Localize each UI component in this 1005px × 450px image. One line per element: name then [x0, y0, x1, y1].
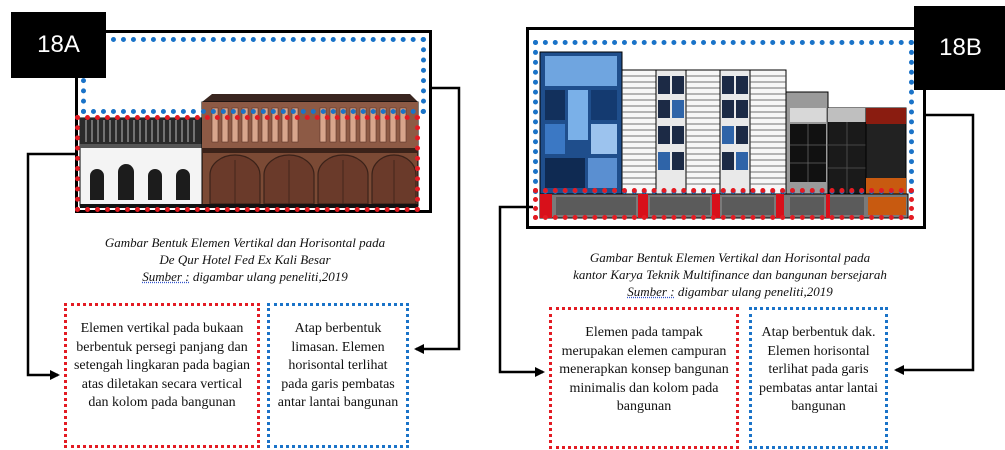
panel-b-vertical-element-note-text: Elemen pada tampak merupakan elemen camp…	[559, 325, 729, 414]
panel-a-caption-line1: Gambar Bentuk Elemen Vertikal dan Horiso…	[104, 235, 386, 250]
panel-a-caption-source-rest: digambar ulang peneliti,2019	[189, 269, 348, 284]
panel-a-roof-arrow	[414, 86, 461, 354]
panel-b-caption-line1: Gambar Bentuk Elemen Vertikal dan Horiso…	[589, 250, 871, 265]
panel-b-horizontal-element-note: Atap berbentuk dak. Elemen horisontal te…	[749, 307, 888, 449]
panel-a-caption-source: Sumber : digambar ulang peneliti,2019	[80, 268, 410, 285]
panel-a-facade-highlight	[75, 115, 420, 212]
panel-b-caption-line2: kantor Karya Teknik Multifinance dan ban…	[573, 267, 887, 282]
panel-a-tag: 18A	[11, 12, 106, 78]
panel-b-caption: Gambar Bentuk Elemen Vertikal dan Horiso…	[550, 249, 910, 300]
panel-b-horizontal-element-note-text: Atap berbentuk dak. Elemen horisontal te…	[759, 325, 878, 414]
panel-a-vertical-element-note: Elemen vertikal pada bukaan berbentuk pe…	[64, 303, 260, 448]
panel-b-facade-arrow	[498, 205, 545, 377]
panel-b-roof-arrow	[894, 113, 975, 375]
panel-a-caption-source-word: Sumber :	[142, 269, 190, 284]
panel-a-vertical-element-note-text: Elemen vertikal pada bukaan berbentuk pe…	[73, 321, 251, 410]
panel-a-horizontal-element-note-text: Atap berbentuk limasan. Elemen horisonta…	[277, 321, 399, 410]
panel-a-caption-line2: De Qur Hotel Fed Ex Kali Besar	[159, 252, 331, 267]
panel-b-facade-highlight	[533, 188, 914, 220]
panel-a-horizontal-element-note: Atap berbentuk limasan. Elemen horisonta…	[267, 303, 409, 448]
panel-b-caption-source-word: Sumber :	[627, 284, 675, 299]
panel-b-caption-source-rest: digambar ulang peneliti,2019	[674, 284, 833, 299]
panel-b-caption-source: Sumber : digambar ulang peneliti,2019	[550, 283, 910, 300]
panel-b-vertical-element-note: Elemen pada tampak merupakan elemen camp…	[549, 307, 739, 449]
panel-a-caption: Gambar Bentuk Elemen Vertikal dan Horiso…	[80, 234, 410, 285]
panel-a-facade-arrow	[26, 152, 75, 380]
panel-b-tag: 18B	[914, 6, 1005, 90]
